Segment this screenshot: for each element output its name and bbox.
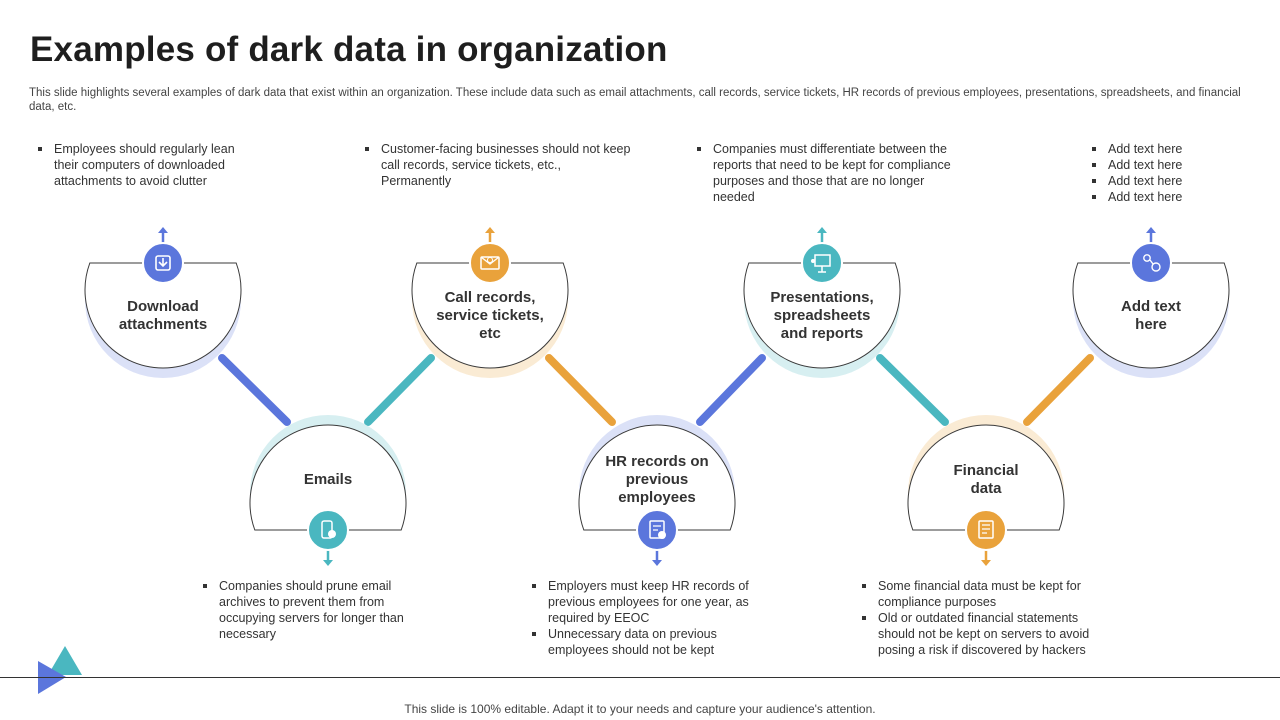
node-label-emails: Emails — [303, 471, 353, 488]
node-1 — [249, 415, 407, 566]
node-shape — [411, 262, 569, 369]
presentation-icon — [801, 242, 843, 284]
note-item: Customer-facing businesses should not ke… — [363, 141, 633, 189]
node-shape — [84, 262, 242, 369]
connector-bar — [545, 354, 616, 426]
node-5 — [907, 415, 1065, 566]
notes-download-attachments: Employees should regularly lean their co… — [36, 141, 236, 189]
note-item: Unnecessary data on previous employees s… — [530, 626, 775, 658]
connector-bar — [1023, 354, 1094, 426]
note-item: Some financial data must be kept for com… — [860, 578, 1110, 610]
node-label-call-records: Call records, service tickets, etc — [436, 289, 544, 342]
icon-badge — [1130, 242, 1172, 284]
node-3 — [578, 415, 736, 566]
note-item: Add text here — [1090, 157, 1220, 173]
node-shape — [1072, 262, 1230, 369]
node-arrow-head — [1146, 227, 1156, 233]
notes-emails: Companies should prune email archives to… — [201, 578, 416, 642]
node-arrow-head — [485, 227, 495, 233]
icon-badge — [801, 242, 843, 284]
notes-hr-records: Employers must keep HR records of previo… — [530, 578, 775, 658]
financial-report-icon — [965, 509, 1007, 551]
icon-badge — [307, 509, 349, 551]
node-0 — [84, 227, 242, 378]
document-check-icon — [636, 509, 678, 551]
connector-bar — [218, 354, 291, 426]
node-6 — [1072, 227, 1230, 378]
note-item: Add text here — [1090, 189, 1220, 205]
email-icon — [307, 509, 349, 551]
node-arrow-head — [323, 560, 333, 566]
node-4 — [743, 227, 901, 378]
download-icon — [142, 242, 184, 284]
node-label-add-text: Add text here — [1121, 298, 1181, 333]
notes-add-text: Add text here Add text here Add text her… — [1090, 141, 1220, 205]
node-arrow-head — [817, 227, 827, 233]
note-item: Companies must differentiate between the… — [695, 141, 955, 205]
node-shape — [743, 262, 901, 369]
node-arrow-head — [158, 227, 168, 233]
note-item: Add text here — [1090, 173, 1220, 189]
node-label-hr-records: HR records on previous employees — [605, 453, 709, 506]
node-shape — [578, 424, 736, 531]
note-item: Add text here — [1090, 141, 1220, 157]
page-subtitle: This slide highlights several examples o… — [29, 87, 1241, 113]
footer-text: This slide is 100% editable. Adapt it to… — [404, 702, 876, 716]
connector-bar — [696, 354, 766, 426]
node-arrow-head — [981, 560, 991, 566]
node-arrow-head — [652, 560, 662, 566]
envelope-at-icon — [469, 242, 511, 284]
connector-bar — [364, 354, 435, 426]
node-shape — [249, 424, 407, 531]
note-item: Employers must keep HR records of previo… — [530, 578, 775, 626]
node-shape — [907, 424, 1065, 531]
note-item: Companies should prune email archives to… — [201, 578, 416, 642]
note-item: Employees should regularly lean their co… — [36, 141, 236, 189]
node-label-download-attachments: Download attachments — [118, 298, 208, 333]
icon-badge — [965, 509, 1007, 551]
node-label-financial-data: Financial data — [953, 462, 1019, 497]
node-2 — [411, 227, 569, 378]
notes-financial-data: Some financial data must be kept for com… — [860, 578, 1110, 658]
connector-bar — [876, 354, 949, 426]
notes-call-records: Customer-facing businesses should not ke… — [363, 141, 633, 189]
network-icon — [1130, 242, 1172, 284]
logo-triangle-teal — [48, 646, 82, 675]
node-label-presentations: Presentations, spreadsheets and reports — [770, 289, 874, 342]
notes-presentations: Companies must differentiate between the… — [695, 141, 955, 205]
page-title: Examples of dark data in organization — [30, 30, 668, 69]
footer-divider — [0, 677, 1280, 678]
note-item: Old or outdated financial statements sho… — [860, 610, 1110, 658]
